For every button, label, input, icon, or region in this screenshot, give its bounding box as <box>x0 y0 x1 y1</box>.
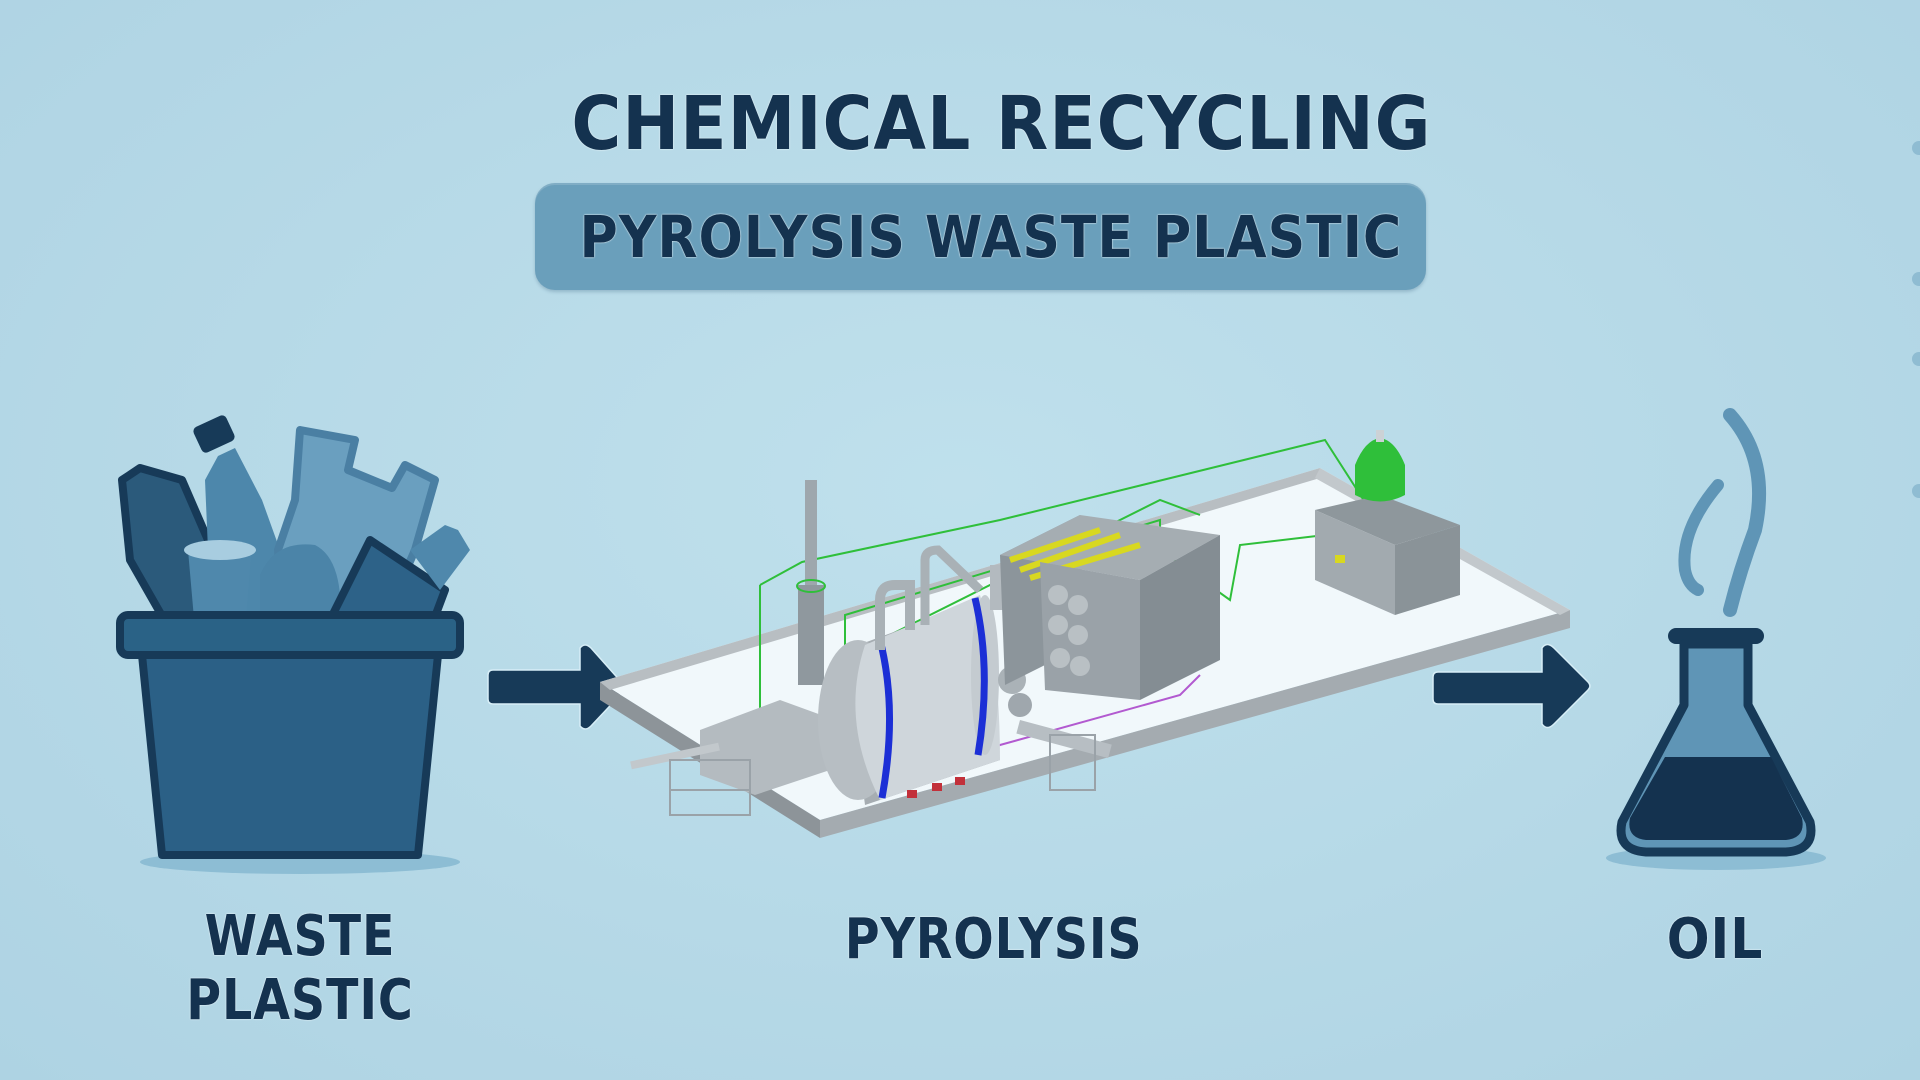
stage-label-oil: OIL <box>1666 907 1764 972</box>
edge-dot <box>1912 141 1920 155</box>
arrow-right-icon <box>1432 643 1591 729</box>
arrow-right-icon <box>487 644 626 730</box>
page-title: CHEMICAL RECYCLING <box>571 81 1432 167</box>
pyrolysis-plant-illustration <box>600 430 1570 838</box>
stage-label-line1: WASTE <box>204 904 396 969</box>
stage-label-pyrolysis: PYROLYSIS <box>844 907 1143 972</box>
stage-label-waste-plastic: WASTE PLASTIC <box>173 905 428 1033</box>
subtitle-text: PYROLYSIS WASTE PLASTIC <box>579 203 1403 271</box>
edge-dot <box>1912 272 1920 286</box>
recycling-bin-with-plastic-bottles-icon <box>116 415 470 874</box>
edge-dot <box>1912 352 1920 366</box>
edge-dot <box>1912 484 1920 498</box>
stage-label-line2: PLASTIC <box>186 968 414 1033</box>
flask-with-steam-icon <box>1606 408 1826 870</box>
subtitle-banner: PYROLYSIS WASTE PLASTIC <box>535 183 1426 290</box>
